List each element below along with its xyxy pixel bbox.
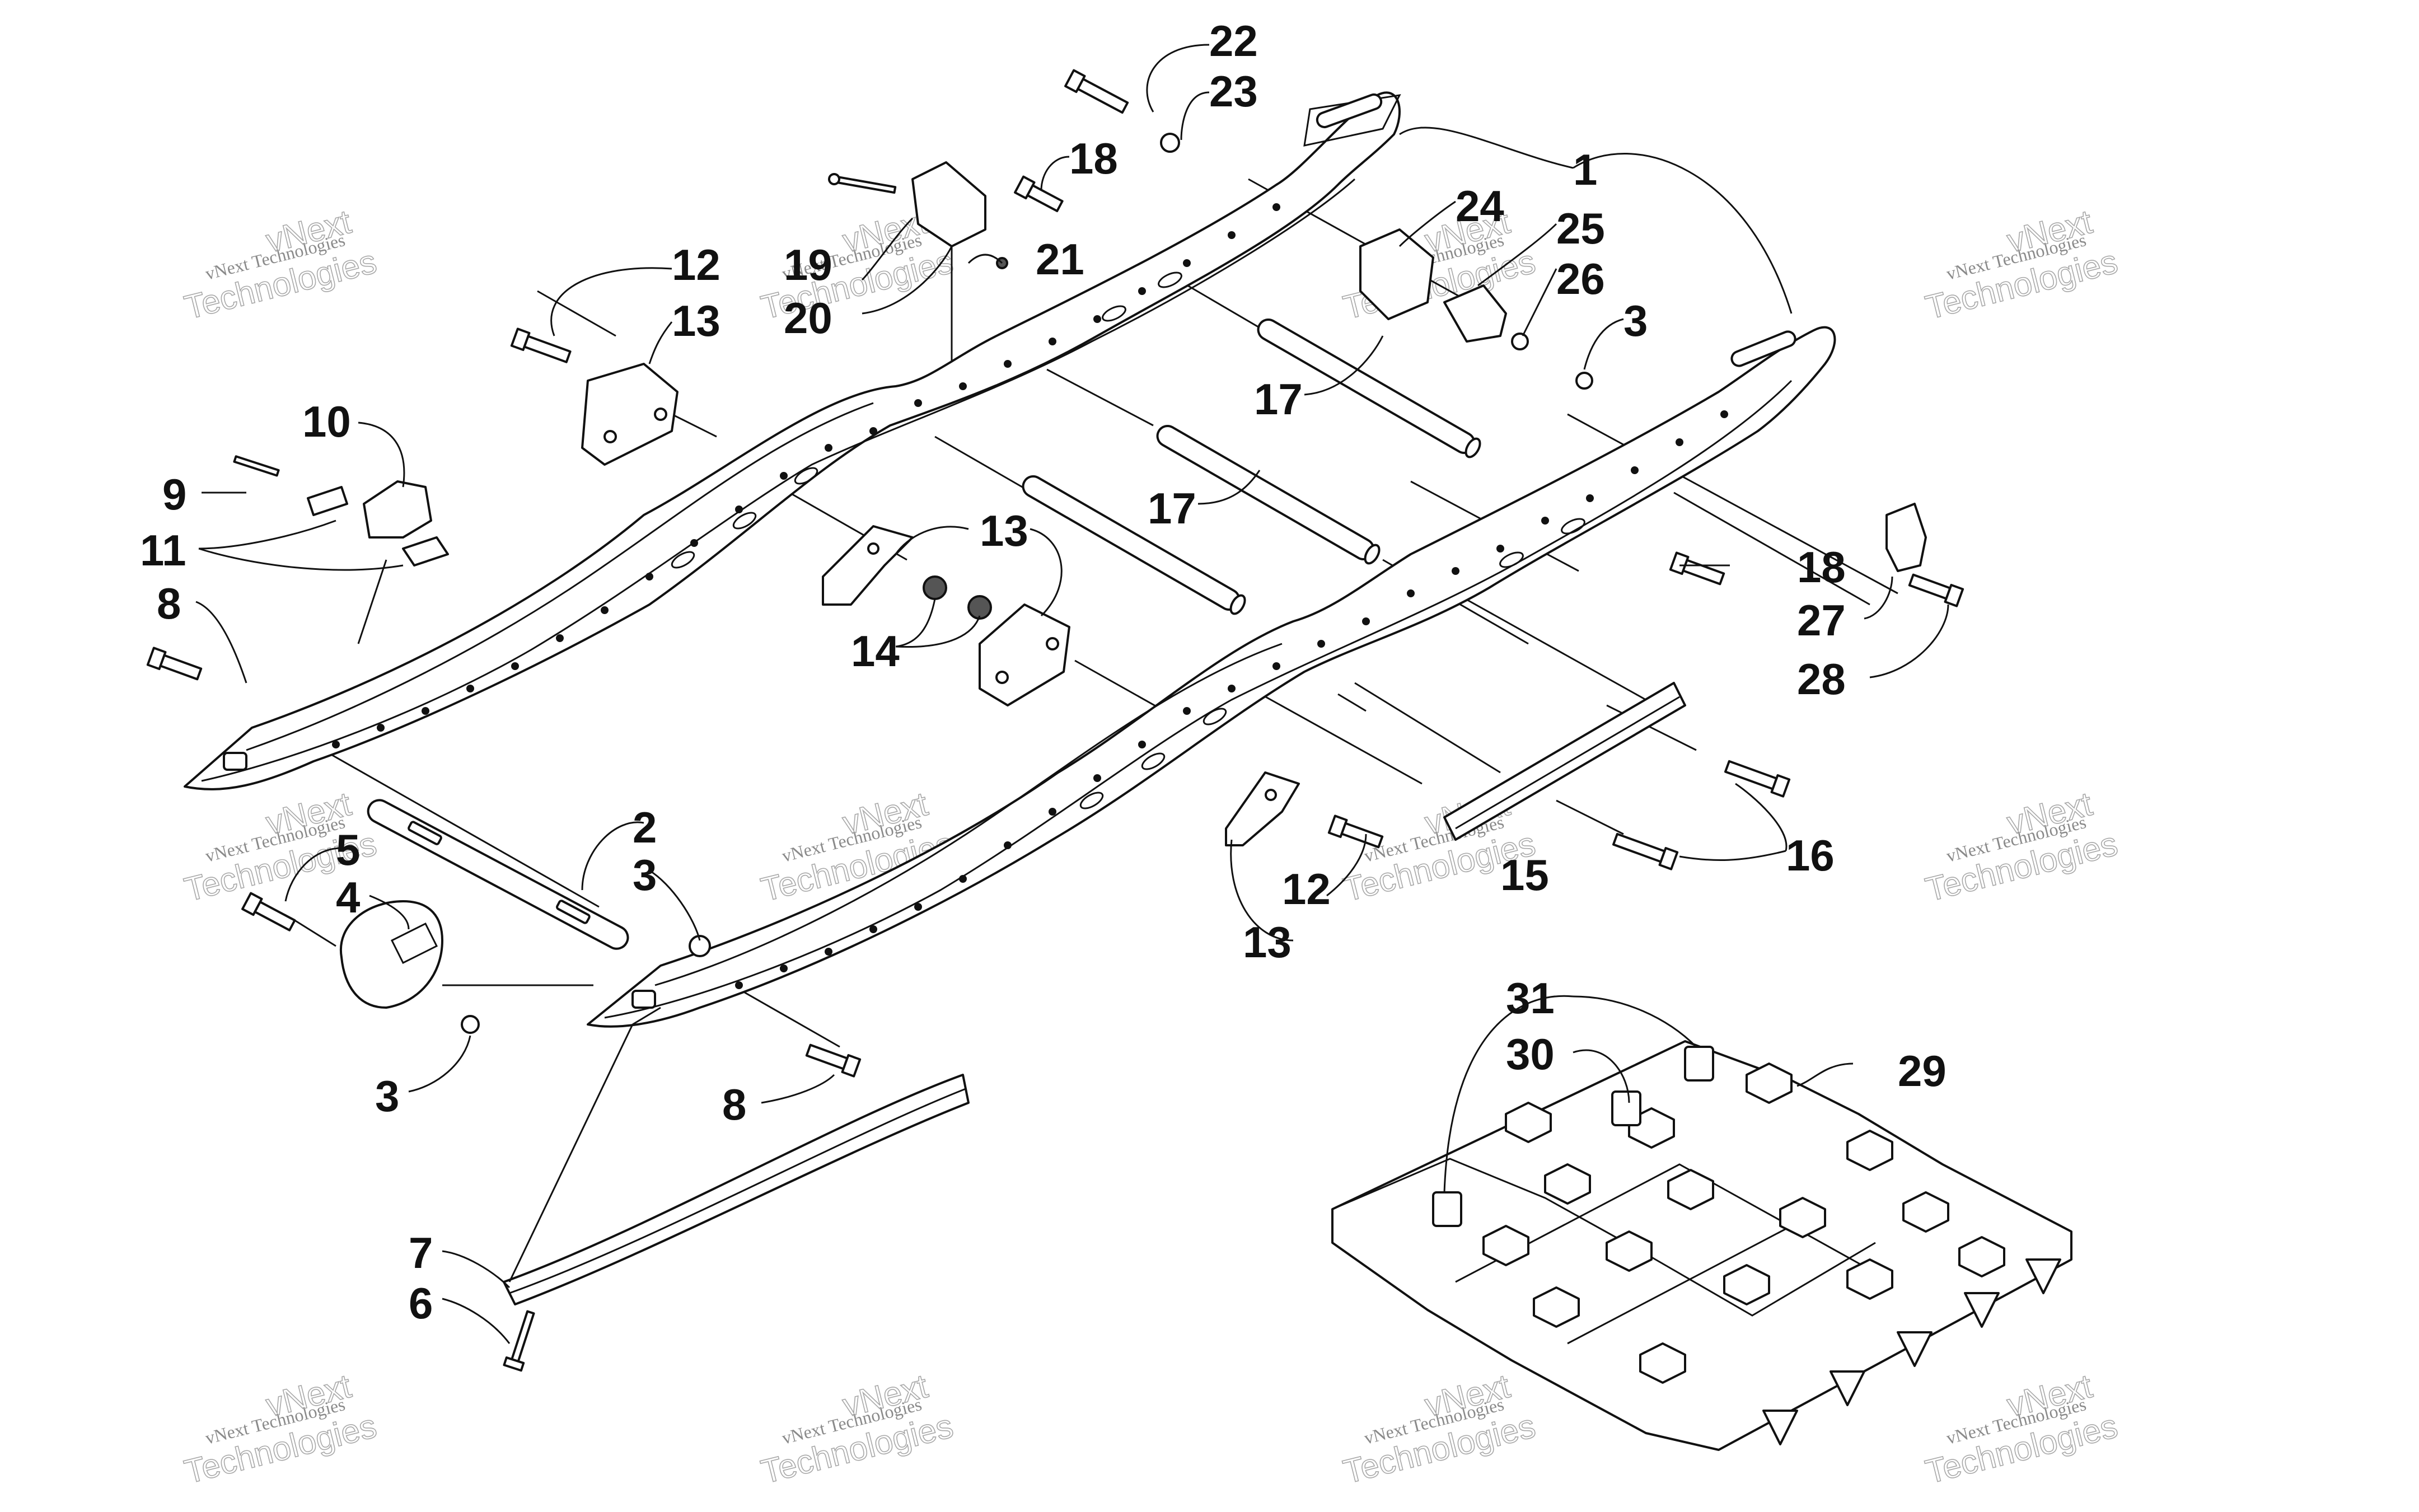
callout-25: 25 (1556, 204, 1605, 253)
wear-slide-15 (1443, 682, 1686, 841)
bolt-12-upper (510, 327, 572, 363)
nut-3-upper (1575, 372, 1593, 390)
right-rail (587, 326, 1836, 1028)
bolt-12-lower (1327, 814, 1384, 849)
left-rail (184, 91, 1401, 790)
callout-18: 18 (1069, 134, 1118, 183)
axle-2 (367, 799, 629, 950)
callout-3: 3 (633, 850, 657, 900)
callout-28: 28 (1797, 654, 1846, 704)
block-4 (339, 900, 443, 1009)
callout-3: 3 (375, 1071, 399, 1121)
callout-3: 3 (1623, 296, 1648, 345)
callout-31: 31 (1506, 973, 1555, 1023)
bracket-27 (1885, 503, 1927, 572)
callout-19: 19 (784, 240, 832, 289)
callout-8: 8 (722, 1080, 746, 1129)
bolt-16-upper (1724, 760, 1791, 798)
bolt-18-upper (1014, 175, 1064, 212)
callout-2: 2 (633, 803, 657, 852)
callout-labels: 22 23 1 18 24 25 26 21 19 20 12 13 3 17 … (140, 16, 1947, 1328)
callout-20: 20 (784, 293, 832, 343)
callout-10: 10 (302, 397, 351, 446)
bracket-19 (911, 161, 986, 247)
nut-3-lower (461, 1015, 480, 1034)
cross-shaft (1257, 319, 1481, 458)
bolt-8-lower (805, 1043, 862, 1078)
callout-16: 16 (1786, 831, 1835, 880)
bracket-13-middle (822, 525, 914, 606)
callout-14: 14 (851, 626, 900, 676)
callout-6: 6 (409, 1279, 433, 1328)
watermark: vNext Technologies Technologies vNext (180, 202, 381, 327)
callout-12: 12 (672, 240, 720, 289)
callout-17: 17 (1254, 375, 1303, 424)
callout-5: 5 (336, 825, 360, 874)
bracket-13-lower (1225, 771, 1300, 846)
track-teeth (1762, 1258, 2061, 1445)
bolt-5 (241, 892, 296, 931)
spacer-14-a (923, 575, 947, 600)
callout-21: 21 (1036, 235, 1084, 284)
callout-29: 29 (1898, 1046, 1947, 1096)
callout-1: 1 (1573, 145, 1597, 194)
track (1331, 1040, 2072, 1451)
watermark: vNext Technologies Technologies vNext (1339, 1366, 1540, 1491)
callout-23: 23 (1209, 67, 1258, 116)
callout-30: 30 (1506, 1029, 1555, 1079)
screw-6 (503, 1310, 535, 1372)
callout-13: 13 (1243, 918, 1292, 967)
fasteners (146, 69, 1964, 1372)
callout-13: 13 (672, 296, 720, 345)
bolt-8-upper (146, 647, 203, 681)
callout-24: 24 (1456, 181, 1504, 231)
bolt-28 (1908, 573, 1964, 607)
track-clips (1432, 1046, 1714, 1227)
watermark: vNext Technologies Technologies vNext (1921, 1366, 2122, 1491)
cross-shafts (1022, 319, 1481, 615)
callout-4: 4 (336, 873, 360, 922)
runner-7 (503, 1074, 970, 1305)
callout-7: 7 (409, 1228, 433, 1277)
watermark: vNext Technologies Technologies vNext (757, 1366, 957, 1491)
nut-3-mid (689, 935, 711, 957)
callout-17: 17 (1148, 484, 1196, 533)
callout-26: 26 (1556, 254, 1605, 303)
block-24 (1359, 228, 1507, 343)
bolt-22 (1064, 69, 1129, 114)
callout-11: 11 (140, 526, 186, 575)
leader-lines (195, 44, 1949, 1344)
callout-22: 22 (1209, 16, 1258, 65)
callout-18: 18 (1797, 542, 1846, 592)
cross-shaft (1022, 475, 1246, 615)
pin-9 (233, 455, 280, 477)
watermark: vNext Technologies Technologies vNext (1921, 202, 2122, 327)
watermark: vNext Technologies Technologies vNext (180, 1366, 381, 1491)
bracket-13-upper (581, 363, 679, 466)
nut-26 (1511, 333, 1529, 350)
track-lugs (1482, 1062, 2005, 1384)
callout-12: 12 (1282, 864, 1331, 914)
callout-27: 27 (1797, 596, 1846, 645)
pin-19 (828, 173, 897, 194)
spacer-14-b (967, 595, 992, 620)
bolt-16-lower (1612, 832, 1679, 870)
washer-23 (1160, 133, 1180, 153)
watermark: vNext Technologies Technologies vNext (1921, 784, 2122, 909)
callout-8: 8 (157, 579, 181, 628)
callout-9: 9 (162, 470, 186, 519)
callout-13: 13 (980, 506, 1028, 555)
callout-15: 15 (1500, 850, 1549, 900)
bracket-10 (307, 480, 449, 567)
bracket-13-lower-left (979, 603, 1070, 706)
bolt-18-right (1669, 551, 1725, 586)
cross-shaft (1156, 425, 1381, 565)
